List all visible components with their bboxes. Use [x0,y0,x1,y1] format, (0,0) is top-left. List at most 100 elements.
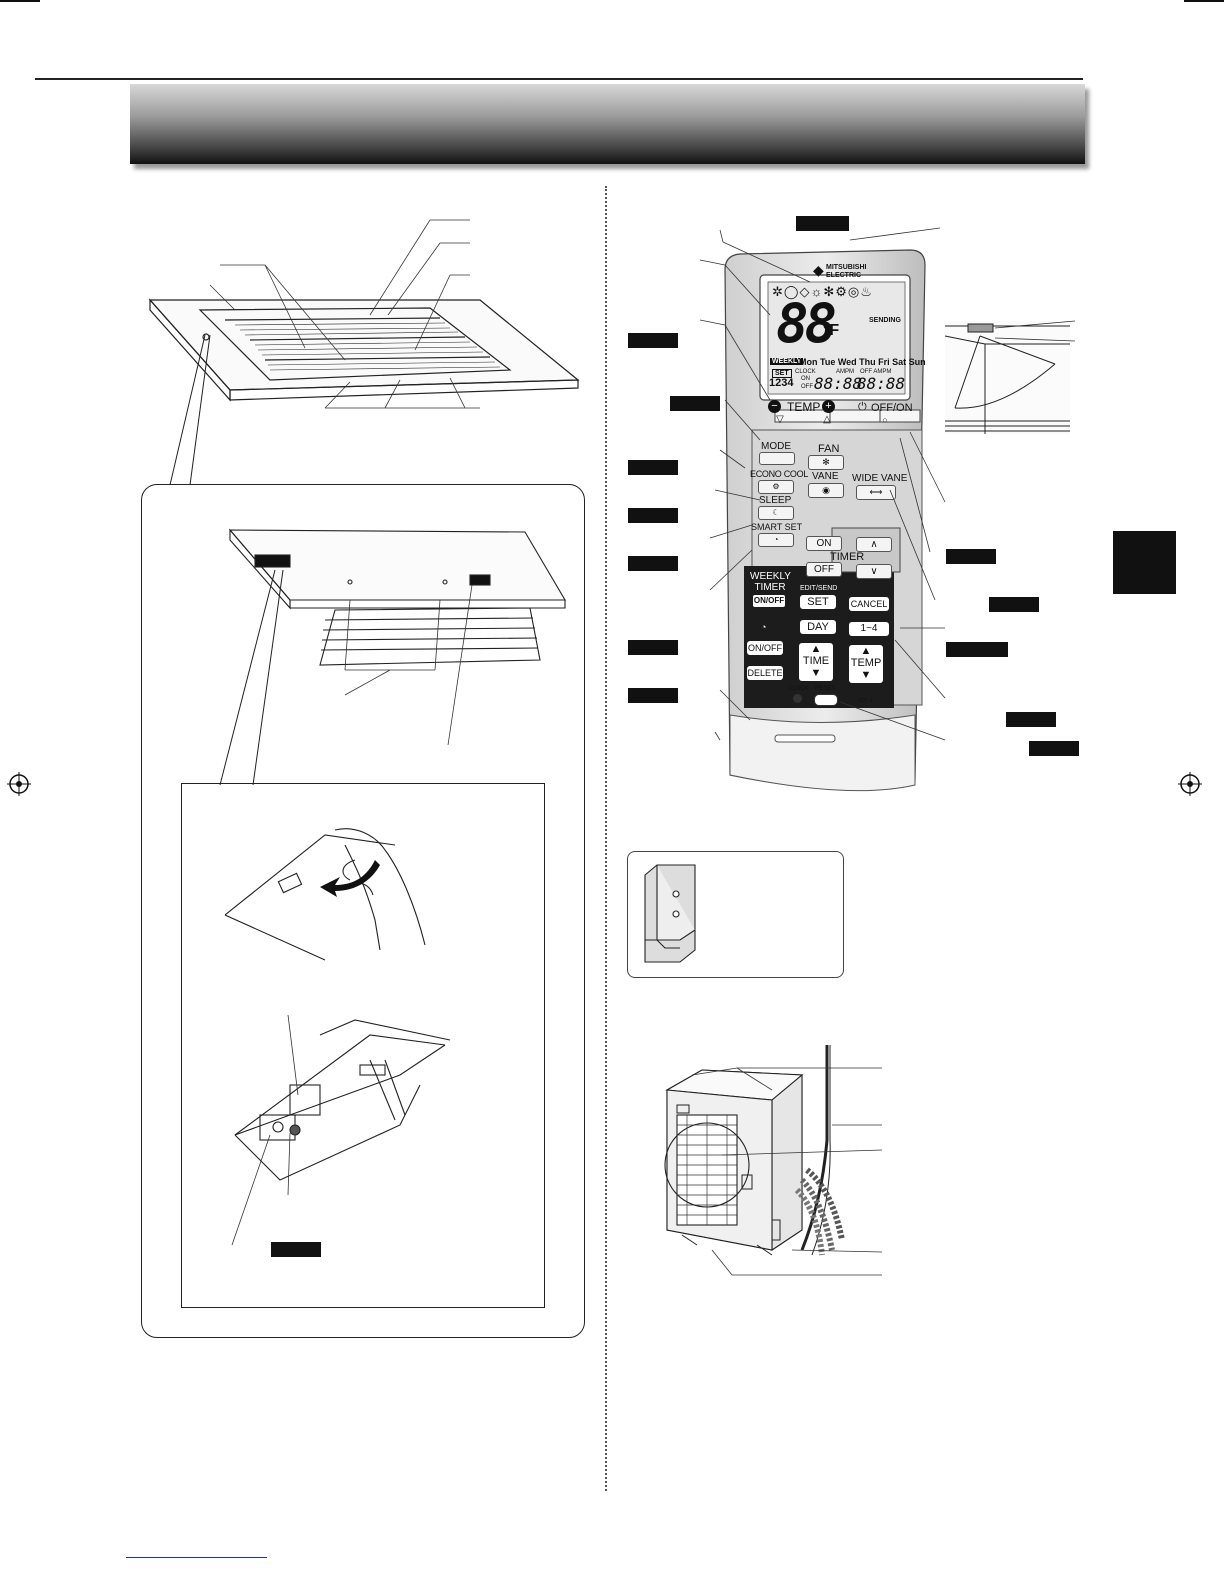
indoor-unit-illustration [148,219,580,409]
temp-button[interactable]: ▲TEMP▼ [849,645,883,683]
label-tag [946,549,996,564]
crop-mark [0,0,40,2]
timer-on-label: ON [816,538,832,549]
sleep-label: SLEEP [759,495,792,506]
clock-symbol-icon: ◔ [761,622,767,632]
remote-brand: MITSUBISHI ELECTRIC [826,264,866,280]
timer-on-button[interactable]: ON [806,536,842,551]
clock-button-label: CLOCK [788,686,809,692]
section-banner [130,84,1085,164]
program-range-button[interactable]: 1~4 [849,622,889,636]
weekly-onoff-button[interactable]: ON/OFF [753,595,785,607]
label-tag [628,640,678,655]
hand-opening-cover-illustration [225,828,426,961]
timer-up-button[interactable]: ∧ [856,537,892,552]
display-digits: 88 [776,292,837,355]
label-tag [1029,741,1079,756]
brand-line-2: ELECTRIC [826,272,861,279]
temp-button-label: TEMP [850,657,882,669]
reset-label: RESET [815,686,836,692]
callout-lines [169,334,211,486]
callout-lines [219,569,284,786]
delete-label: DELETE [747,668,783,678]
weekly-timer-label-line-1: WEEKLY [750,571,791,582]
off-on-label: OFF/ON [871,402,913,414]
fan-label: FAN [818,443,840,455]
reset-button[interactable] [814,694,838,706]
temp-down-icon: − [768,400,781,413]
on-indicator: ON [801,376,810,382]
program-numbers: 1234 [769,377,794,389]
smart-set-label: SMART SET [751,522,803,532]
time-digits-2: 88:88 [857,374,906,393]
registration-mark-icon [1178,772,1202,796]
remote-callout-lines [699,227,946,741]
temp-up-icon: + [822,400,835,413]
clock-indicator: CLOCK [795,369,816,375]
weekly-onoff-label: ON/OFF [753,596,785,605]
chapter-tab [1113,531,1176,594]
weekly-indicator: WEEKLY [770,358,804,365]
mode-button[interactable] [759,452,795,465]
delete-button[interactable]: DELETE [747,666,783,680]
weekly-timer-label: WEEKLY TIMER [750,571,791,593]
time-button[interactable]: ▲TIME▼ [799,643,833,681]
vane-button[interactable]: ◉ [808,483,844,498]
timer-off-button[interactable]: OFF [806,562,842,577]
label-tag [1006,712,1056,727]
fan-button[interactable]: ✻ [808,455,844,470]
battery-icon: ▭ ↓ [858,694,874,704]
onoff-button[interactable]: ON/OFF [747,641,783,655]
wide-vane-label: WIDE VANE [852,473,908,484]
temp-down-button[interactable]: ▽ [776,414,784,425]
cancel-button[interactable]: CANCEL [849,597,889,611]
brand-line-1: MITSUBISHI [826,264,867,271]
econo-cool-button[interactable]: ⚙ [758,480,794,494]
day-label: DAY [807,621,829,633]
registration-mark-icon [7,772,31,796]
off-on-button[interactable]: ○ [882,415,888,425]
off-indicator: OFF [801,384,813,390]
timer-off-label: OFF [814,564,834,575]
off-ampm-indicator: OFF AMPM [860,369,892,375]
label-tag [796,216,849,231]
timer-down-button[interactable]: ∨ [856,564,892,579]
time-label: TIME [802,655,830,667]
column-divider [605,186,607,1491]
label-tag [628,688,678,703]
sending-indicator: SENDING [869,317,901,324]
power-icon: ⏻ [858,401,867,413]
onoff-label: ON/OFF [748,643,782,653]
internal-switch-illustration [231,1015,451,1246]
timer-label: TIMER [830,551,865,563]
label-tag [628,333,678,348]
mode-icons-row: ✲◯◇☼✻⚙◎♨ [772,284,873,299]
set-button[interactable]: SET [800,595,836,609]
label-tag [628,460,678,475]
label-tag [628,508,678,523]
mitsubishi-logo-icon: ◆ [813,262,824,278]
temp-label: TEMP [787,400,821,414]
sleep-button[interactable]: ☾ [758,506,794,520]
cancel-label: CANCEL [850,599,888,609]
day-indicators: Mon Tue Wed Thu Fri Sat Sun [799,357,926,367]
ampm-indicator: AMPM [836,369,854,375]
label-tag [670,396,720,411]
detail-subpanel [181,783,545,1308]
remote-holder-panel [627,851,844,978]
smart-set-button[interactable]: ◔ [758,533,794,547]
label-tag [946,642,1008,657]
label-tag [628,556,678,571]
day-button[interactable]: DAY [800,620,836,634]
wide-vane-button[interactable]: ⟷ [856,485,896,500]
temp-up-button[interactable]: △ [823,414,831,425]
vane-label: VANE [812,471,839,482]
header-rule [35,78,1083,80]
mode-label: MODE [761,441,791,452]
label-tag [271,1242,321,1257]
set-indicator: SET [772,369,792,378]
econo-cool-label: ECONO COOL [750,469,809,479]
clock-button[interactable] [793,694,802,703]
set-button-label: SET [807,596,829,608]
footer-rule [126,1557,267,1558]
